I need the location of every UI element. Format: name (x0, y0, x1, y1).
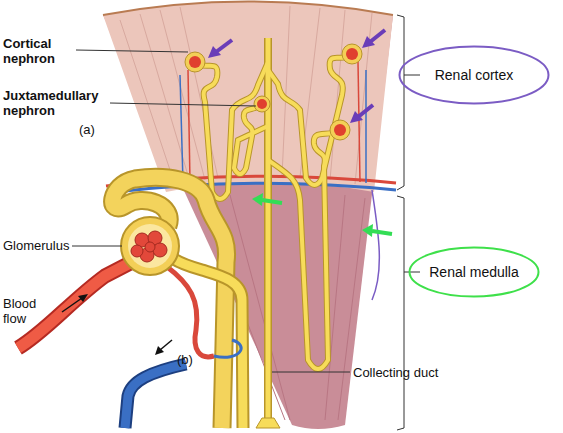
capsule (330, 120, 350, 140)
part-label: (a) (79, 122, 109, 137)
leader-line (76, 50, 188, 52)
vein (180, 75, 183, 183)
arrow-head (350, 111, 363, 123)
part-label: Glomerulus (3, 238, 83, 253)
capsule (254, 96, 270, 112)
purple-arrows (208, 30, 385, 123)
capsule (185, 52, 205, 72)
tubule (234, 104, 268, 174)
flow-arrow (62, 298, 82, 312)
glomerulus (189, 56, 201, 68)
capillary-tuft (131, 231, 167, 262)
region-ellipse: Renal cortex (398, 45, 550, 105)
glomerulus (346, 48, 358, 60)
arrow-shaft (216, 40, 232, 52)
artery (358, 62, 360, 182)
striation (140, 14, 190, 182)
region-ellipse: Renal medulla (408, 246, 540, 298)
arrow-shaft (262, 200, 282, 203)
artery (188, 70, 190, 182)
arrow-head (252, 193, 263, 206)
green-arrows (252, 193, 392, 237)
part-label: Blood flow (3, 296, 51, 326)
leader-line (72, 246, 122, 247)
capillary-loop (131, 245, 143, 257)
vein (125, 364, 186, 428)
tubule (195, 62, 268, 199)
tubule-outline (174, 259, 243, 428)
vasa-recta (372, 190, 379, 300)
ellipse-shape (400, 47, 549, 104)
part-label: Collecting duct (353, 365, 473, 380)
tubule (195, 62, 268, 199)
arrow-head (362, 36, 375, 48)
region-label: Renal medulla (429, 264, 519, 280)
tubule (234, 104, 268, 174)
capsule-edge (103, 2, 393, 16)
region-label: Renal cortex (435, 67, 514, 83)
renal-medulla-region (103, 2, 393, 430)
tubule (268, 54, 352, 185)
striation (355, 13, 372, 184)
flow-arrow (160, 340, 172, 350)
leader-line (404, 272, 420, 273)
capillary (214, 340, 241, 357)
arrow-head (208, 46, 221, 58)
capillary-loop (145, 242, 155, 252)
duct-opening (256, 418, 280, 428)
tubule (268, 130, 340, 369)
bowman-capsule (121, 217, 179, 275)
glomerulus (257, 99, 267, 109)
leader-line (272, 372, 350, 373)
arrow-shaft (370, 30, 385, 42)
capsule (342, 44, 362, 64)
arrow-head (362, 224, 373, 237)
glomerulus (334, 124, 346, 136)
capsule-space (128, 224, 172, 268)
tubule-outline (113, 177, 227, 428)
cortex-bracket (397, 15, 404, 190)
striation (180, 7, 218, 178)
part-label: Juxtamedullary nephron (3, 88, 108, 118)
nephron-inset (18, 177, 243, 428)
ellipse-shape (410, 248, 539, 297)
collecting-duct (264, 38, 272, 418)
cortex-striations (120, 6, 372, 185)
glomeruli (185, 44, 362, 140)
leader-line (110, 103, 256, 106)
arrow-shaft (372, 231, 392, 234)
part-label: (b) (177, 352, 207, 367)
striation (338, 198, 365, 420)
vein (365, 70, 367, 183)
medulla-bracket (397, 196, 404, 430)
part-label: Cortical nephron (3, 36, 75, 66)
tubule (174, 259, 243, 428)
collecting-duct (266, 38, 271, 418)
flow-arrow-head (155, 346, 164, 355)
arrow-shaft (358, 105, 373, 117)
efferent-arteriole (166, 266, 214, 357)
leader-line (404, 75, 420, 76)
vein (125, 364, 186, 428)
interlobular-vessels (180, 62, 379, 300)
flow-arrow-head (78, 294, 88, 302)
tubule (113, 177, 227, 428)
